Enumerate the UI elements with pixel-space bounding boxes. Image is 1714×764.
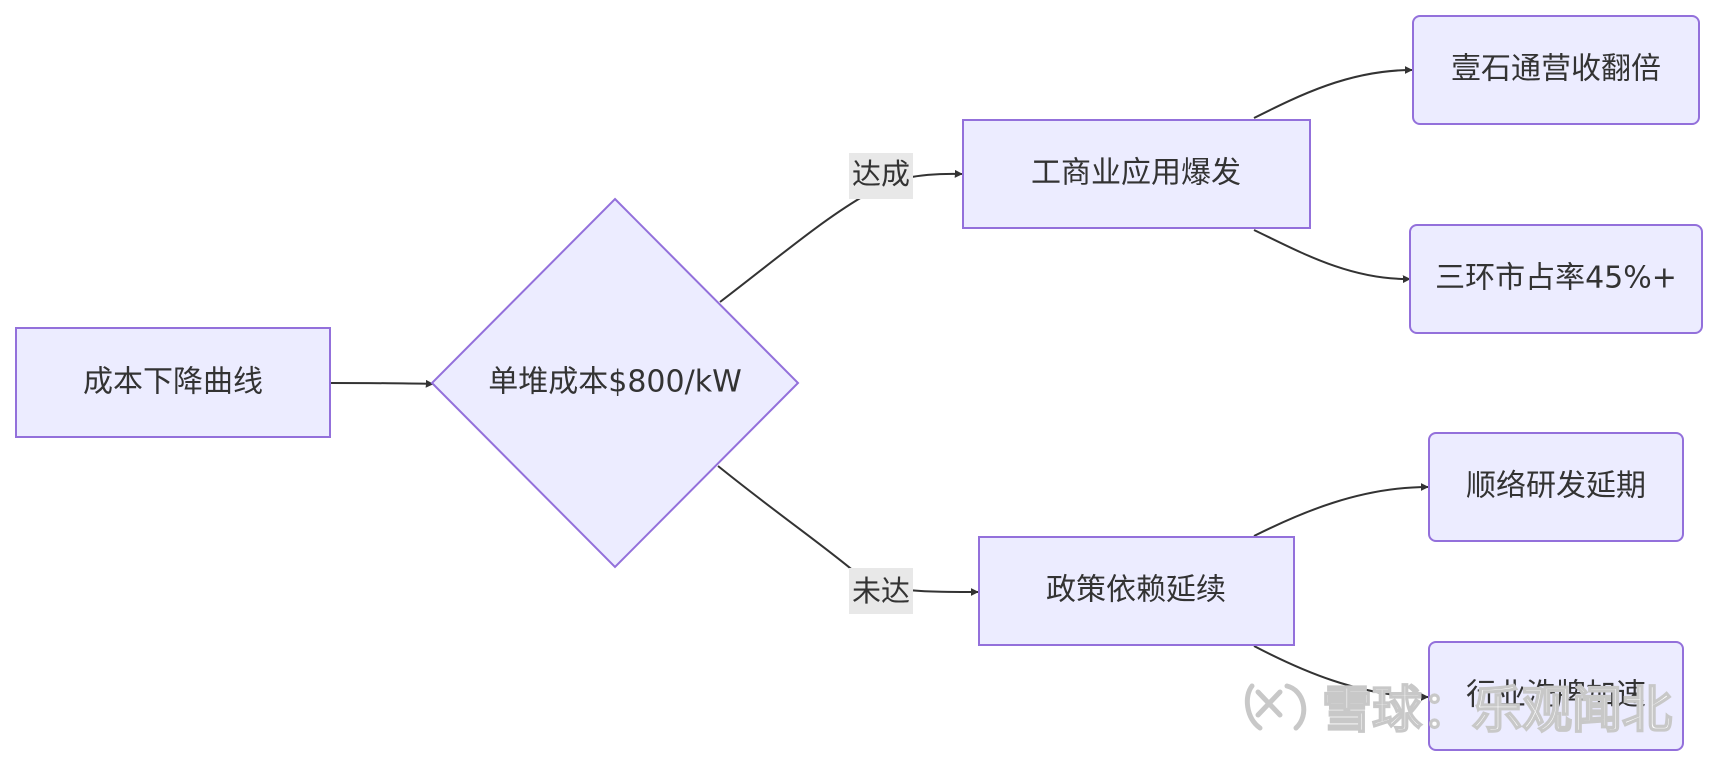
edge-cost-curve-to-decision	[329, 379, 434, 388]
edge-label-achieved: 达成	[849, 153, 913, 199]
node-yishitong-box	[1412, 15, 1700, 125]
node-shunluo-box	[1428, 432, 1684, 542]
edge-decision-to-commercial	[719, 169, 963, 303]
edge-policy-to-shunluo	[1253, 483, 1429, 537]
node-shunluo-label: 顺络研发延期	[1466, 469, 1646, 504]
edge-label-not-achieved: 未达	[849, 568, 913, 614]
node-policy-label: 政策依赖延续	[1046, 573, 1226, 608]
edge-label-not-achieved-text: 未达	[852, 574, 910, 608]
node-decision[interactable]: 单堆成本$800/kW	[430, 197, 800, 569]
node-sanhuan-label: 三环市占率45%+	[1435, 261, 1677, 296]
node-decision-label: 单堆成本$800/kW	[488, 365, 742, 400]
edge-label-achieved-bg	[849, 153, 913, 199]
node-cost-curve[interactable]: 成本下降曲线	[15, 327, 331, 438]
edge-label-not-achieved-bg	[849, 568, 913, 614]
watermark: 雪球：乐观闻北	[1244, 680, 1673, 740]
node-cost-curve-label: 成本下降曲线	[83, 365, 263, 400]
node-shunluo[interactable]: 顺络研发延期	[1428, 432, 1684, 542]
node-yishitong-label: 壹石通营收翻倍	[1451, 52, 1661, 87]
node-sanhuan-box	[1409, 224, 1703, 334]
edge-decision-to-policy	[717, 465, 979, 596]
watermark-text: 雪球：乐观闻北	[1322, 681, 1672, 739]
node-reshuffle-label: 行业洗牌加速	[1466, 678, 1646, 713]
node-commercial-box	[962, 119, 1311, 229]
node-yishitong[interactable]: 壹石通营收翻倍	[1412, 15, 1700, 125]
edge-policy-to-reshuffle	[1253, 645, 1429, 701]
node-reshuffle-box	[1428, 641, 1684, 751]
edge-commercial-to-sanhuan	[1253, 229, 1411, 284]
xueqiu-logo-icon	[1244, 683, 1307, 731]
node-commercial[interactable]: 工商业应用爆发	[962, 119, 1311, 229]
node-decision-diamond	[430, 197, 800, 569]
node-cost-curve-box	[15, 327, 331, 438]
node-policy-box	[978, 536, 1295, 646]
node-sanhuan[interactable]: 三环市占率45%+	[1409, 224, 1703, 334]
node-reshuffle[interactable]: 行业洗牌加速	[1428, 641, 1684, 751]
edge-label-achieved-text: 达成	[852, 157, 910, 191]
edge-commercial-to-yishitong	[1253, 66, 1413, 119]
node-commercial-label: 工商业应用爆发	[1031, 156, 1241, 191]
node-policy[interactable]: 政策依赖延续	[978, 536, 1295, 646]
